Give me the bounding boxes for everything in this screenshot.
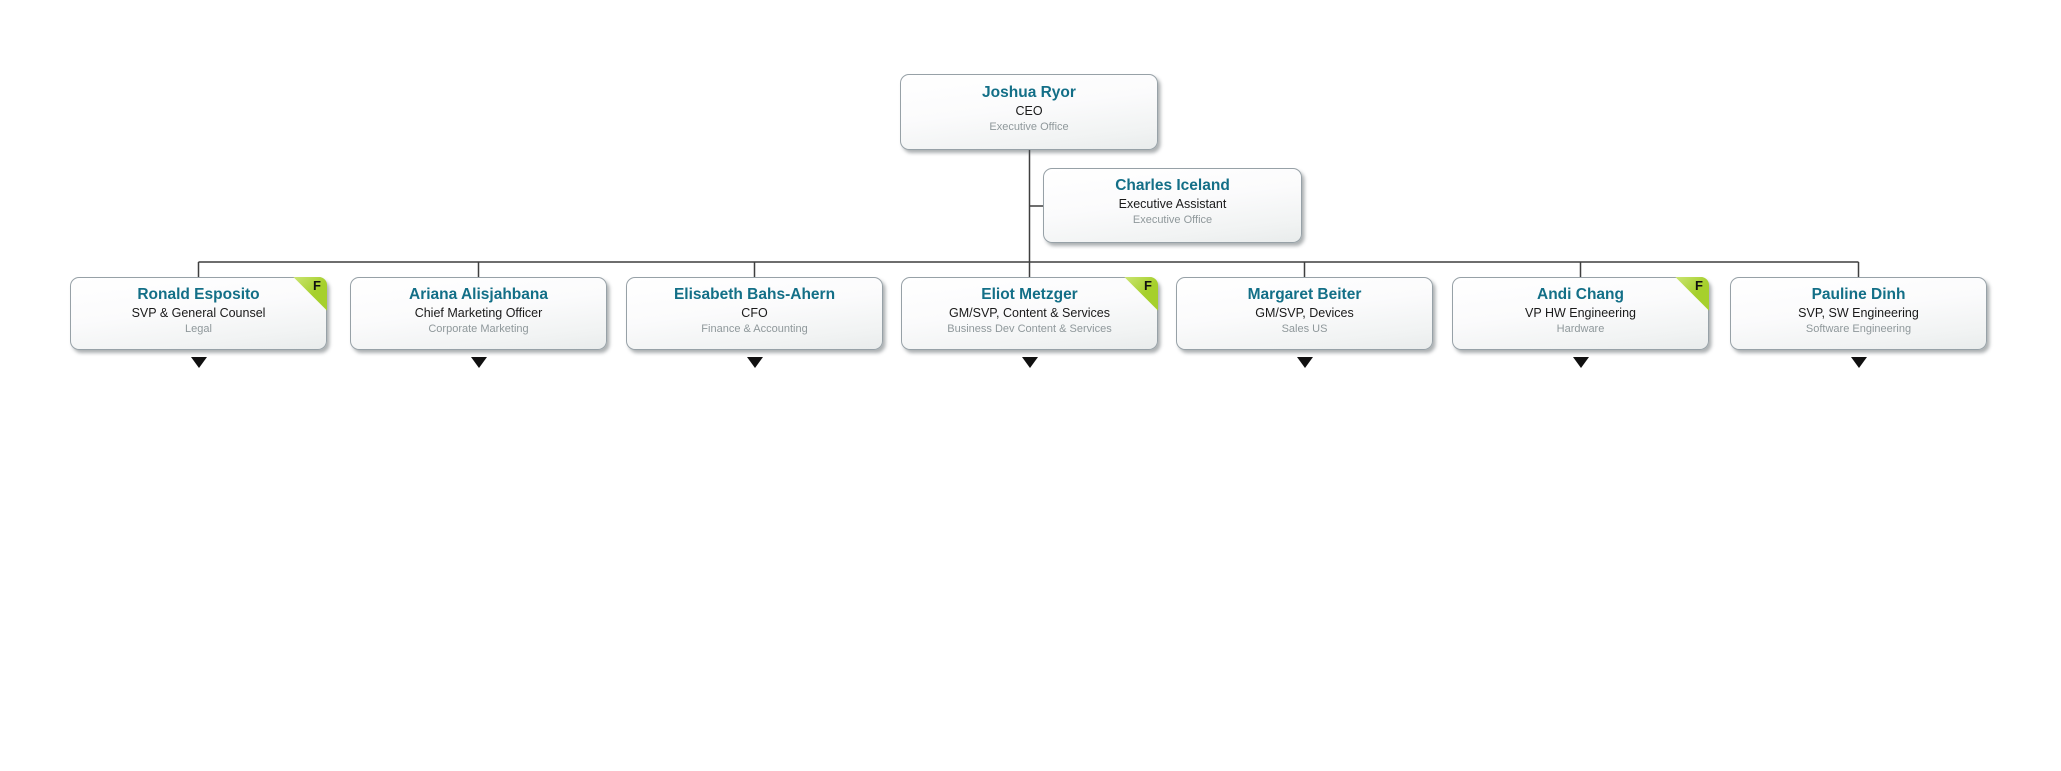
connector-line (197, 150, 1860, 277)
person-name: Joshua Ryor (982, 84, 1076, 101)
person-name: Charles Iceland (1115, 177, 1230, 194)
person-name: Pauline Dinh (1811, 286, 1906, 303)
person-name: Margaret Beiter (1247, 286, 1362, 303)
person-title: SVP & General Counsel (131, 306, 266, 320)
flag-badge-letter: F (1695, 278, 1703, 293)
person-department: Executive Office (1132, 214, 1213, 226)
person-title: Chief Marketing Officer (414, 306, 543, 320)
person-department: Finance & Accounting (701, 323, 808, 335)
org-node-gm-svp-content-services[interactable]: F Eliot Metzger GM/SVP, Content & Servic… (901, 277, 1158, 350)
org-node-gm-svp-devices[interactable]: Margaret Beiter GM/SVP, Devices Sales US (1176, 277, 1433, 350)
org-node-cmo[interactable]: Ariana Alisjahbana Chief Marketing Offic… (350, 277, 607, 350)
flag-badge-letter: F (313, 278, 321, 293)
person-title: GM/SVP, Content & Services (949, 306, 1110, 320)
org-node-ceo[interactable]: Joshua Ryor CEO Executive Office (900, 74, 1158, 150)
person-name: Ariana Alisjahbana (409, 286, 548, 303)
person-name: Eliot Metzger (981, 286, 1078, 303)
person-title: CFO (741, 306, 768, 320)
expand-arrow[interactable] (1850, 357, 1867, 368)
person-department: Corporate Marketing (428, 323, 529, 335)
org-node-svp-sw-engineering[interactable]: Pauline Dinh SVP, SW Engineering Softwar… (1730, 277, 1987, 350)
person-department: Executive Office (989, 121, 1069, 133)
expand-arrow[interactable] (470, 357, 487, 368)
person-title: GM/SVP, Devices (1255, 306, 1354, 320)
expand-arrow[interactable] (1572, 357, 1589, 368)
person-title: VP HW Engineering (1525, 306, 1636, 320)
expand-arrow[interactable] (190, 357, 207, 368)
person-department: Sales US (1281, 323, 1328, 335)
person-name: Elisabeth Bahs-Ahern (673, 286, 836, 303)
org-node-cfo[interactable]: Elisabeth Bahs-Ahern CFO Finance & Accou… (626, 277, 883, 350)
person-title: Executive Assistant (1118, 197, 1227, 211)
expand-arrow[interactable] (1021, 357, 1038, 368)
flag-badge-letter: F (1144, 278, 1152, 293)
expand-arrow[interactable] (746, 357, 763, 368)
person-department: Software Engineering (1805, 323, 1912, 335)
org-node-vp-hw-engineering[interactable]: F Andi Chang VP HW Engineering Hardware (1452, 277, 1709, 350)
expand-arrow[interactable] (1296, 357, 1313, 368)
org-node-executive-assistant[interactable]: Charles Iceland Executive Assistant Exec… (1043, 168, 1302, 243)
org-node-svp-general-counsel[interactable]: F Ronald Esposito SVP & General Counsel … (70, 277, 327, 350)
person-department: Legal (185, 323, 212, 335)
person-title: CEO (1015, 104, 1043, 118)
person-title: SVP, SW Engineering (1798, 306, 1919, 320)
person-name: Andi Chang (1537, 286, 1624, 303)
person-name: Ronald Esposito (137, 286, 260, 303)
person-department: Hardware (1556, 323, 1605, 335)
person-department: Business Dev Content & Services (947, 323, 1112, 335)
